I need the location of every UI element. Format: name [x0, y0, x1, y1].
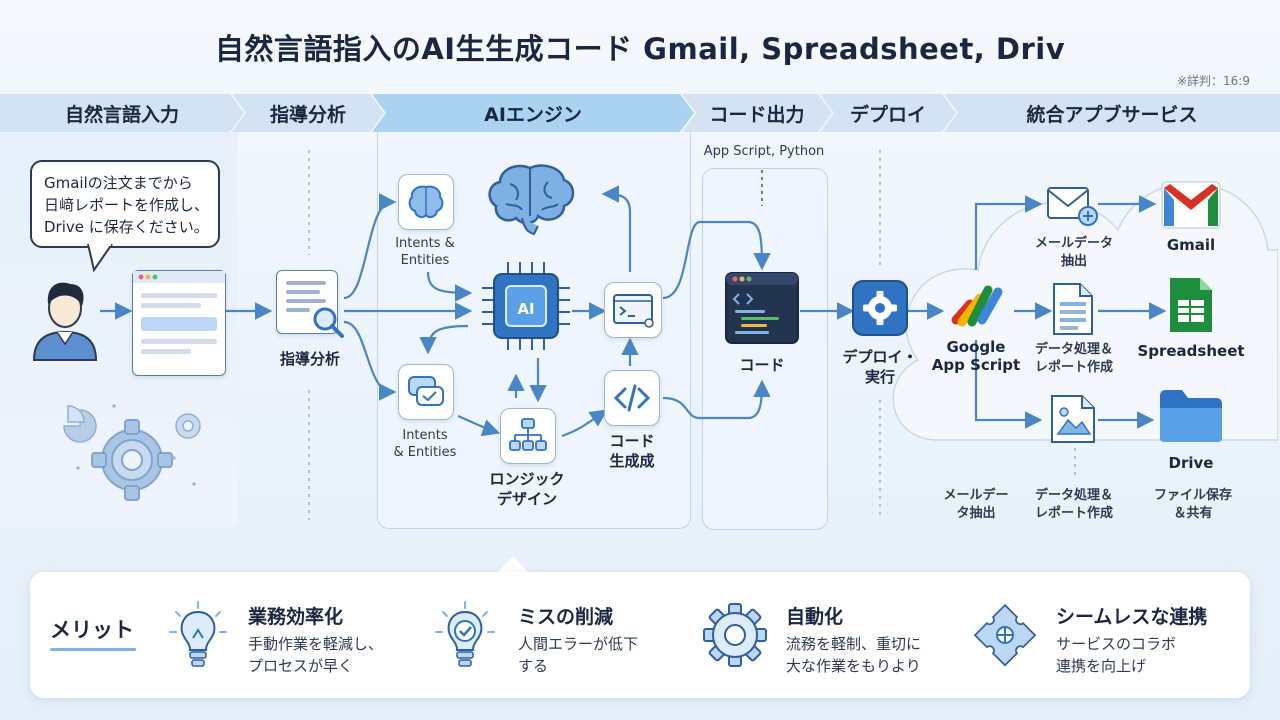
- benefit-desc-line: 連携を向上げ: [1056, 657, 1147, 675]
- gmail-label: Gmail: [1166, 236, 1216, 254]
- code-output-panel: [702, 168, 828, 530]
- benefit-desc-line: サービスのコラボ: [1056, 635, 1177, 653]
- gears-decoration-icon: [63, 404, 201, 501]
- intents-top-label-2: Entities: [400, 253, 450, 268]
- apps-script-label-1: Google: [946, 338, 1006, 356]
- data-report-label-1: データ処理＆: [1034, 342, 1113, 357]
- aspect-note: ※詳判：16:9: [1176, 74, 1250, 88]
- image-file-icon: [1051, 395, 1095, 443]
- deploy-label-1: デプロイ・: [842, 348, 918, 366]
- bottom-report-label-1: データ処理＆: [1034, 488, 1113, 503]
- data-report-icon: [1053, 283, 1093, 335]
- benefit-title-automation: 自動化: [786, 606, 844, 628]
- user-request-bubble: Gmailの注文までから 日﨑レポートを作成し、 Drive に保存ください。: [30, 160, 220, 248]
- terminal-tile: [604, 282, 662, 338]
- magnifier-icon: [313, 307, 344, 338]
- mail-extract-icon: [1047, 187, 1098, 226]
- logic-design-label-2: デザイン: [496, 490, 557, 508]
- analysis-label: 指導分析: [279, 350, 340, 368]
- benefit-desc-line: 大な作業をもりより: [786, 657, 921, 675]
- bottom-file-label-1: ファイル保存: [1153, 488, 1232, 503]
- intents-bottom-label-2: & Entities: [393, 445, 457, 460]
- automation-gear-icon: [703, 603, 767, 667]
- integration-puzzle-icon: [973, 603, 1037, 667]
- intents-top-label-1: Intents &: [395, 236, 455, 251]
- benefit-desc-line: 手動作業を軽減し、: [248, 635, 384, 653]
- benefit-title-seamless: シームレスな連携: [1056, 606, 1208, 628]
- flowchart-icon: [509, 418, 547, 451]
- intents-bottom-label-1: Intents: [402, 428, 448, 443]
- bubble-tail-icon: [87, 244, 113, 272]
- bottom-mail-label-2: タ抽出: [956, 506, 996, 521]
- benefit-desc-line: 流務を軽制、重切に: [786, 635, 922, 653]
- input-window: [132, 270, 226, 376]
- spreadsheet-icon: [1170, 278, 1212, 332]
- deploy-gear-icon: [852, 280, 908, 336]
- user-avatar-icon: [32, 282, 98, 361]
- benefits-heading: メリット: [50, 618, 134, 642]
- stage-deploy: デプロイ: [820, 94, 956, 132]
- code-editor-icon: [725, 272, 799, 344]
- drive-label: Drive: [1168, 454, 1214, 472]
- stage-analysis: 指導分析: [232, 94, 384, 132]
- lightbulb-icon: [169, 601, 227, 667]
- terminal-icon: [613, 294, 654, 328]
- code-languages-label: App Script, Python: [703, 144, 825, 159]
- mail-extract-label-1: メールデータ: [1034, 236, 1113, 251]
- code-label: コード: [739, 356, 785, 374]
- benefits-panel: [30, 572, 1250, 698]
- spreadsheet-label: Spreadsheet: [1137, 342, 1245, 360]
- data-report-label-2: レポート作成: [1034, 360, 1113, 375]
- code-gen-label-1: コード: [609, 432, 655, 450]
- bubble-line: Drive に保存ください。: [44, 218, 209, 236]
- stage-band: 自然言語入力 指導分析 AIエンジン コード出力 デプロイ 統合アプブサービス: [0, 94, 1280, 132]
- intents-bottom-tile: [398, 364, 454, 420]
- bottom-mail-label-1: メールデー: [943, 488, 1009, 503]
- code-brackets-icon: [613, 384, 651, 412]
- benefit-desc-line: する: [518, 657, 549, 675]
- apps-script-label-2: App Script: [931, 356, 1021, 374]
- stage-integration: 統合アプブサービス: [944, 94, 1280, 132]
- brain-icon: [488, 164, 575, 236]
- page-title: 自然言語指入のAI生生成コード Gmail, Spreadsheet, Driv: [214, 32, 1066, 66]
- gmail-icon: [1161, 181, 1221, 229]
- benefit-title-error-reduction: ミスの削減: [518, 606, 614, 628]
- stage-natural-language: 自然言語入力: [0, 94, 244, 132]
- ai-chip-icon: [482, 262, 570, 350]
- bottom-report-label-2: レポート作成: [1034, 506, 1113, 521]
- bubble-line: Gmailの注文までから: [44, 174, 193, 192]
- intents-top-tile: [398, 174, 454, 230]
- benefits-underline: [50, 648, 136, 651]
- bottom-file-label-2: ＆共有: [1173, 506, 1213, 521]
- benefit-title-efficiency: 業務効率化: [248, 606, 344, 628]
- benefit-desc-line: 人間エラーが低下: [518, 635, 639, 653]
- code-gen-label-2: 生成成: [609, 452, 655, 470]
- mail-extract-label-2: 抽出: [1060, 254, 1087, 269]
- bubble-line: 日﨑レポートを作成し、: [44, 196, 210, 214]
- code-gen-tile: [604, 370, 660, 426]
- stage-code-output: コード出力: [682, 94, 832, 132]
- benefit-desc-line: プロセスが早く: [248, 657, 354, 675]
- google-apps-script-icon: [951, 285, 1003, 327]
- ai-chip-label: AI: [517, 300, 535, 318]
- document-lines-icon: [286, 281, 326, 312]
- benefits-notch: [497, 556, 529, 573]
- logic-design-label-1: ロンジック: [489, 470, 565, 488]
- drive-folder-icon: [1160, 390, 1222, 442]
- stage-ai-engine: AIエンジン: [372, 94, 694, 132]
- browser-window-icon: [133, 271, 225, 354]
- logic-design-tile: [500, 408, 556, 464]
- chat-check-icon: [408, 376, 444, 406]
- deploy-label-2: 実行: [864, 368, 895, 386]
- lightbulb-check-icon: [435, 601, 495, 667]
- brain-small-icon: [408, 185, 444, 219]
